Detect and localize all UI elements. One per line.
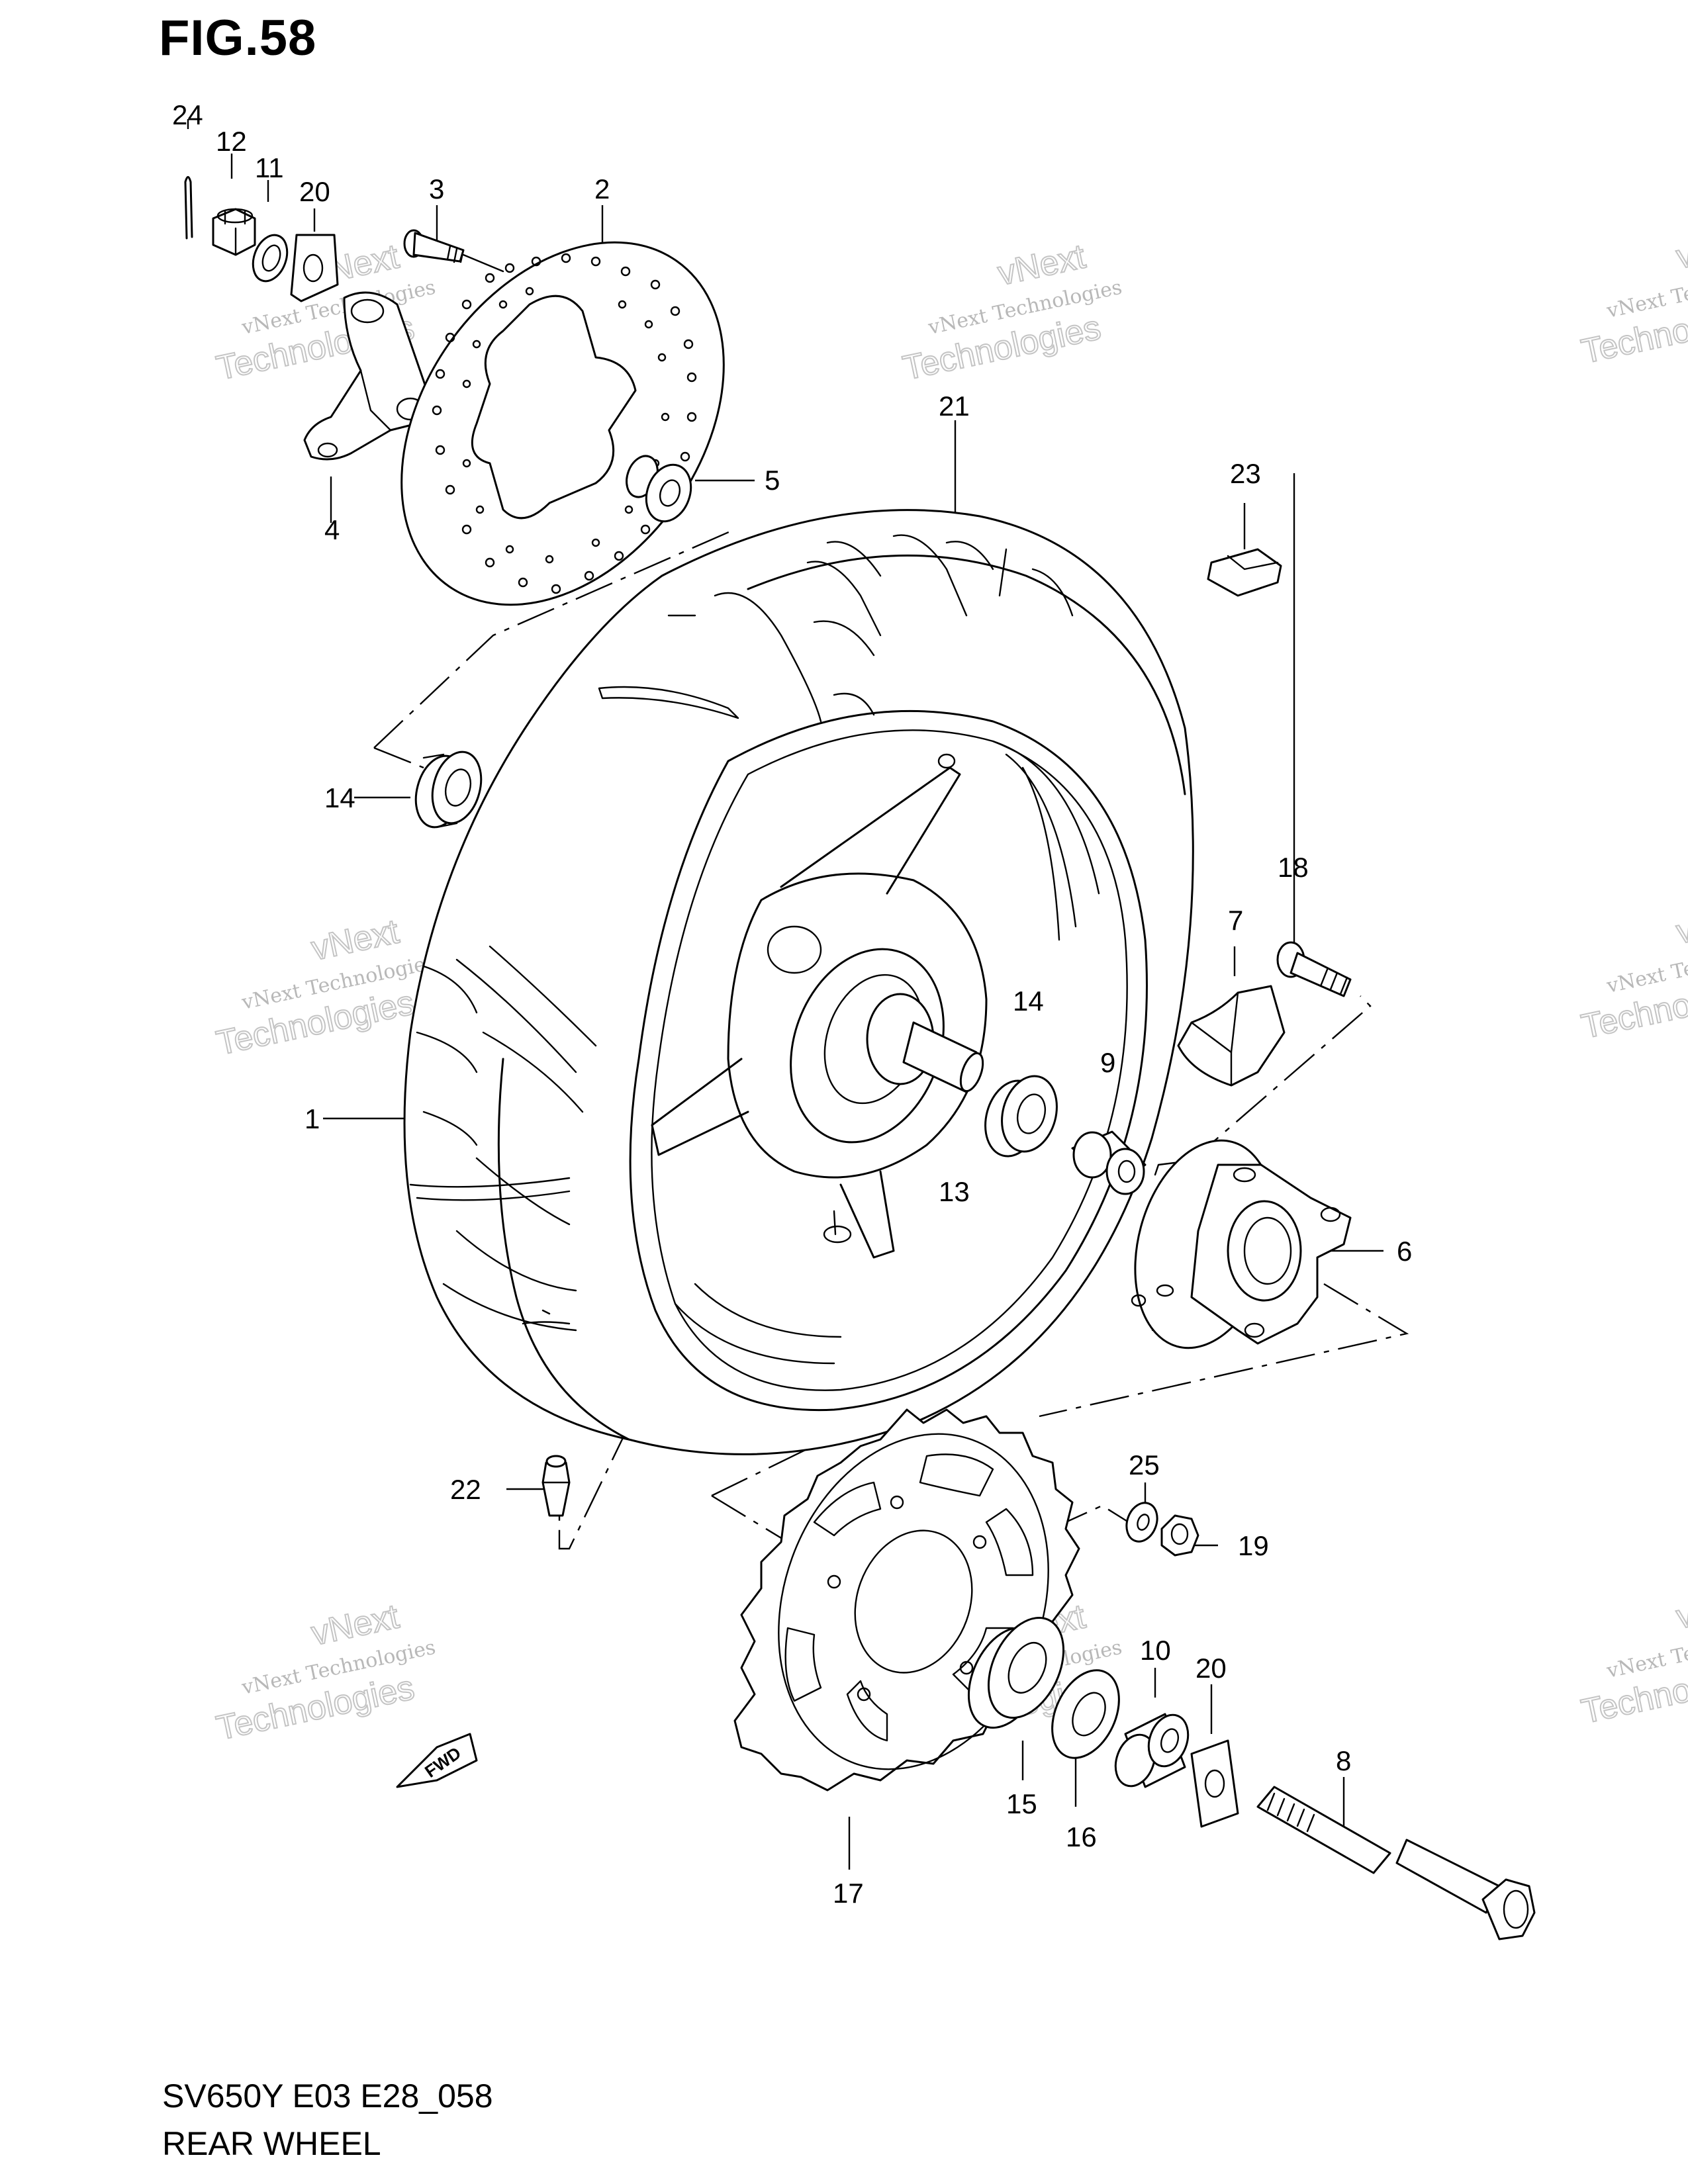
watermark-text: vNext — [1673, 1580, 1688, 1636]
callout-14-left: 14 — [324, 782, 355, 813]
callout-16: 16 — [1066, 1821, 1097, 1852]
callout-10: 10 — [1140, 1635, 1171, 1666]
part-castle-nut — [212, 208, 256, 256]
callout-18: 18 — [1278, 852, 1309, 883]
callout-24: 24 — [172, 99, 203, 130]
part-sprocket-hub — [1131, 1139, 1352, 1349]
part-rear-sprocket — [733, 1408, 1080, 1792]
callout-4: 4 — [324, 514, 340, 545]
part-sprocket-nut — [1160, 1514, 1199, 1557]
callout-19: 19 — [1238, 1530, 1269, 1561]
callout-2: 2 — [594, 173, 610, 205]
part-cotter-pin — [184, 176, 193, 240]
callout-20-bottom: 20 — [1196, 1653, 1227, 1684]
callout-13: 13 — [939, 1176, 970, 1207]
callout-21: 21 — [939, 390, 970, 422]
part-washer — [252, 234, 289, 283]
watermark-7: vNext vNext Technologies Technologies — [212, 1596, 438, 1748]
disc-holes — [432, 253, 697, 594]
part-sprocket-washer — [1125, 1502, 1158, 1543]
callout-25: 25 — [1129, 1449, 1160, 1480]
watermark-3: vNext vNext Technologies Technologies — [1577, 220, 1688, 371]
part-tire-valve — [541, 1455, 571, 1517]
callout-23: 23 — [1230, 458, 1261, 489]
callout-5: 5 — [765, 465, 780, 496]
callout-11: 11 — [255, 152, 284, 183]
part-plate-bottom — [1190, 1739, 1239, 1828]
forward-direction-arrow: FWD — [396, 1733, 478, 1788]
callout-12: 12 — [216, 126, 247, 157]
diagram-code: SV650Y E03 E28_058 — [162, 2077, 493, 2115]
part-plate-top — [290, 234, 339, 302]
figure-title: FIG.58 — [159, 10, 317, 66]
part-chain-adjuster-bolt — [1276, 941, 1352, 997]
callout-17: 17 — [833, 1878, 864, 1909]
part-rear-axle — [1256, 1786, 1536, 1940]
watermark-text: vNext — [1673, 895, 1688, 951]
callout-1: 1 — [305, 1103, 320, 1134]
part-chain-adjuster — [1177, 985, 1286, 1087]
callout-22: 22 — [450, 1474, 481, 1505]
part-wheel-and-tire — [403, 509, 1194, 1455]
watermark-6: vNext vNext Technologies Technologies — [1577, 895, 1688, 1046]
part-bearing-left — [414, 751, 483, 829]
callouts: 24 12 11 20 3 2 5 4 21 23 14 18 7 14 9 1… — [172, 99, 1412, 1909]
watermark-text: vNext — [1673, 220, 1688, 276]
callout-20-top: 20 — [299, 176, 330, 207]
part-spacer — [626, 455, 692, 523]
part-collar — [1071, 1130, 1147, 1195]
callout-15: 15 — [1006, 1788, 1037, 1819]
callout-9: 9 — [1100, 1047, 1115, 1078]
part-clip — [1207, 548, 1282, 597]
callout-8: 8 — [1336, 1745, 1351, 1776]
callout-7: 7 — [1228, 905, 1243, 936]
part-oil-seal — [1051, 1669, 1120, 1759]
watermark-9: vNext vNext Technologies Technologies — [1577, 1580, 1688, 1731]
callout-6: 6 — [1397, 1236, 1412, 1267]
part-disc-bolt — [403, 229, 504, 273]
part-brake-disc — [400, 241, 725, 606]
part-bearing-right — [967, 1616, 1065, 1729]
part-bearing-center — [984, 1075, 1058, 1158]
part-axle-spacer — [1114, 1713, 1190, 1788]
diagram-name: REAR WHEEL — [162, 2125, 381, 2162]
callout-3: 3 — [429, 173, 444, 205]
callout-14-center: 14 — [1013, 985, 1044, 1017]
watermark-2: vNext vNext Technologies Technologies — [899, 236, 1124, 388]
